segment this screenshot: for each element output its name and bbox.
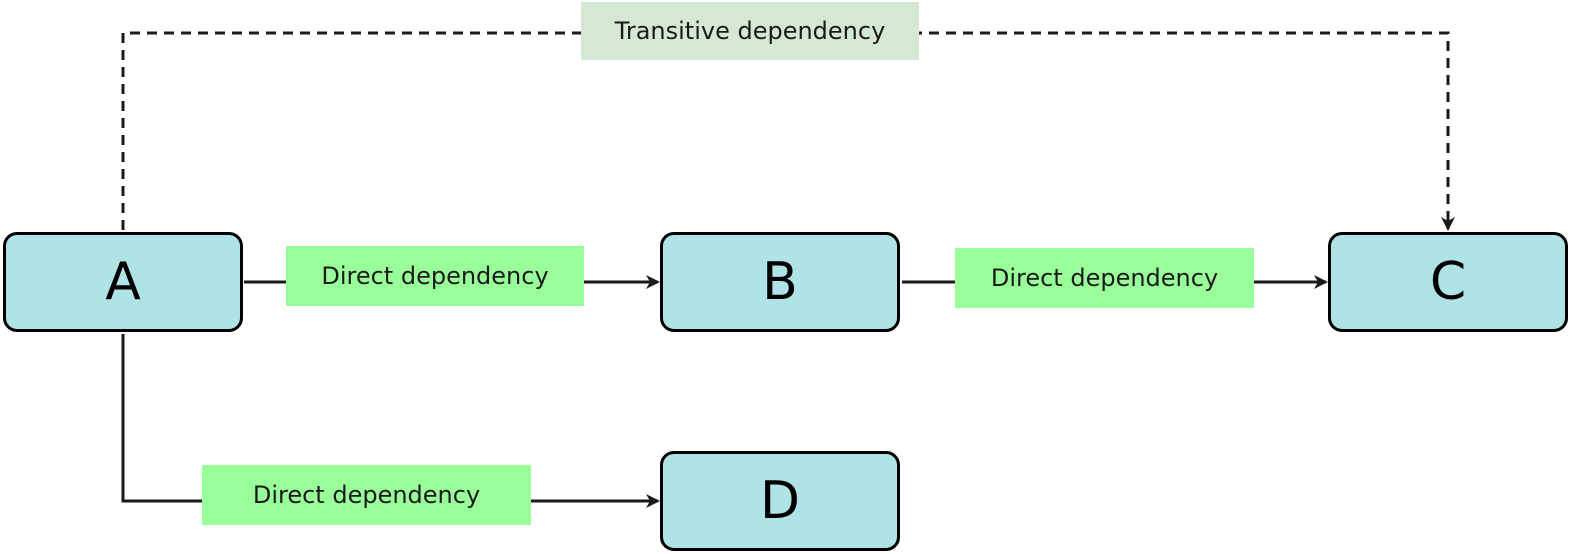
direct-dependency-label-a-d: Direct dependency [202, 465, 531, 525]
node-a: A [3, 232, 243, 332]
direct-dependency-label-a-b: Direct dependency [286, 246, 584, 306]
node-c: C [1328, 232, 1568, 332]
edge-a-to-c-transitive [121, 31, 1455, 231]
node-d: D [660, 451, 900, 551]
transitive-dependency-label: Transitive dependency [581, 2, 919, 60]
direct-dependency-label-b-c: Direct dependency [955, 248, 1254, 308]
node-b: B [660, 232, 900, 332]
